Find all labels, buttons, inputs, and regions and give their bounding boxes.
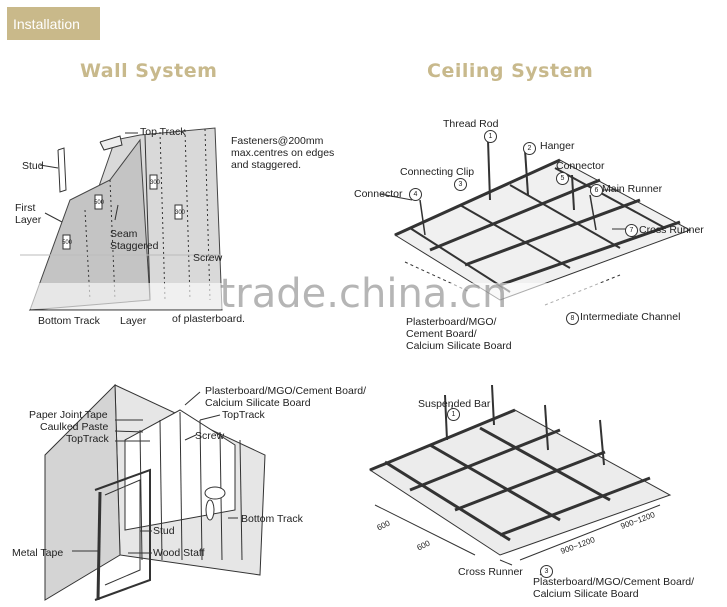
suspended-marker-3: 3	[540, 565, 553, 578]
wall-dim-1: 500	[94, 200, 105, 206]
ceiling-cross-runner-label: Cross Runner	[639, 224, 704, 236]
wall-dim-4: 500	[62, 240, 73, 246]
wall-dim-2: 300	[150, 180, 161, 186]
partition-paper-joint-label: Paper Joint Tape	[29, 409, 108, 421]
ceiling-hanger-label: Hanger	[540, 140, 575, 152]
wall-layer-label: Layer	[120, 315, 147, 327]
ceiling-board-label: Plasterboard/MGO/ Cement Board/ Calcium …	[406, 316, 512, 352]
wall-bottom-track-label: Bottom Track	[38, 315, 100, 327]
ceiling-marker-2: 2	[523, 142, 536, 155]
partition-wood-staff-label: Wood Staff	[153, 547, 205, 559]
partition-top-track-right-label: TopTrack	[222, 409, 265, 421]
partition-stud-label: Stud	[153, 525, 175, 537]
wall-top-track-label: Top Track	[140, 126, 186, 138]
ceiling-marker-7: 7	[625, 224, 638, 237]
suspended-cross-runner-label: Cross Runner	[458, 566, 523, 578]
partition-caulked-label: Caulked Paste	[40, 421, 109, 433]
partition-drawing	[44, 383, 266, 601]
wall-fasteners-label: Fasteners@200mm max.centres on edges and…	[231, 135, 335, 171]
ceiling-intermediate-label: Intermediate Channel	[580, 311, 681, 323]
wall-dim-3: 300	[175, 210, 186, 216]
ceiling-marker-8: 8	[566, 312, 579, 325]
suspended-board-label: Plasterboard/MGO/Cement Board/ Calcium S…	[533, 576, 695, 600]
wall-seam-label: Seam Staggered	[110, 228, 159, 252]
partition-screw-label: Screw	[195, 430, 225, 442]
ceiling-marker-3: 3	[454, 178, 467, 191]
wall-first-layer-label: First Layer	[15, 202, 42, 226]
ceiling-main-runner-label: Main Runner	[602, 183, 663, 195]
ceiling-connecting-clip-label: Connecting Clip	[400, 166, 475, 178]
watermark-band	[0, 283, 727, 309]
wall-screw-label: Screw	[193, 252, 223, 264]
ceiling-marker-6: 6	[590, 184, 603, 197]
wall-stud-label: Stud	[22, 160, 44, 172]
ceiling-marker-1: 1	[484, 130, 497, 143]
section-tag: Installation	[7, 7, 100, 40]
ceiling-connector-left-label: Connector	[354, 188, 403, 200]
ceiling-connector-right-label: Connector	[556, 160, 605, 172]
suspended-bar-label: Suspended Bar	[418, 398, 491, 410]
suspended-marker-1: 1	[447, 408, 460, 421]
partition-board-label: Plasterboard/MGO/Cement Board/ Calcium S…	[205, 385, 367, 409]
suspended-ceiling-drawing	[368, 384, 672, 576]
wall-system-heading: Wall System	[80, 60, 218, 82]
partition-top-track-left-label: TopTrack	[66, 433, 109, 445]
ceiling-marker-5: 5	[556, 172, 569, 185]
partition-metal-tape-label: Metal Tape	[12, 547, 64, 559]
partition-bottom-track-label: Bottom Track	[241, 513, 303, 525]
ceiling-thread-rod-label: Thread Rod	[443, 118, 499, 130]
ceiling-system-heading: Ceiling System	[427, 60, 594, 82]
ceiling-marker-4: 4	[409, 188, 422, 201]
wall-plasterboard-note: of plasterboard.	[172, 313, 245, 325]
ceiling-system-drawing	[379, 139, 692, 306]
